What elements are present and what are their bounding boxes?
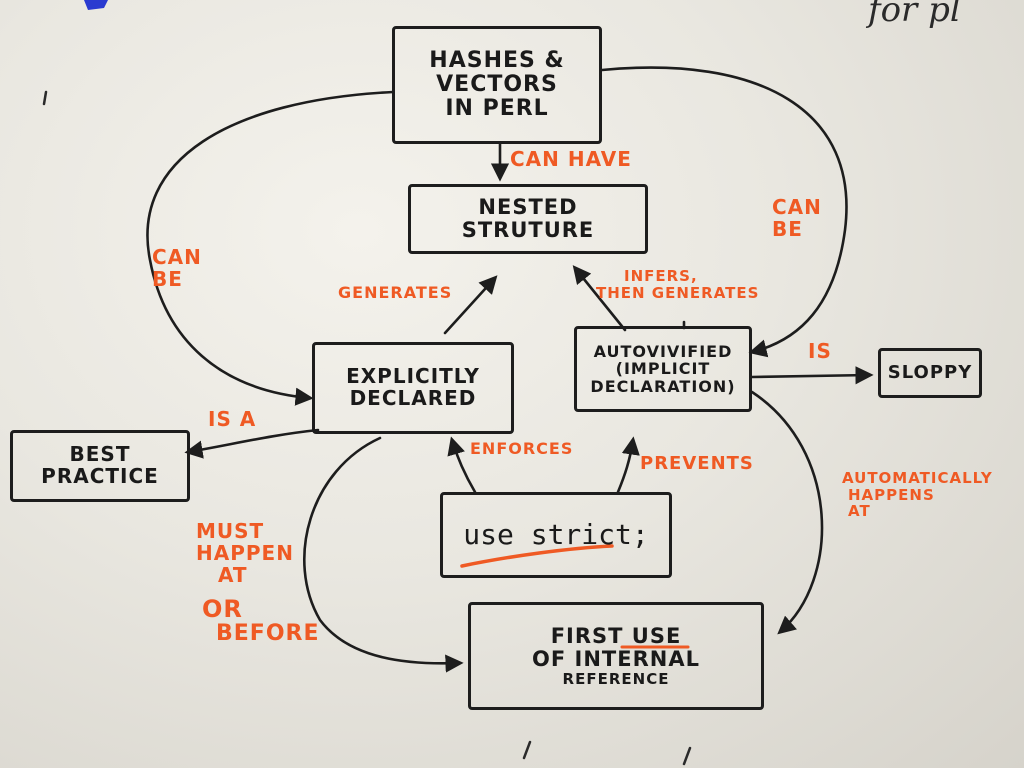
edge-label-generates-line-1: GENERATES	[338, 283, 453, 302]
node-sloppy: SLOPPY	[878, 348, 982, 398]
corner-scribble: for pl	[868, 0, 961, 30]
edge-autovivified-to-first-use	[750, 390, 824, 635]
marker-smudge	[84, 0, 108, 10]
edge-label-prevents: PREVENTS	[640, 454, 754, 474]
edge-label-is-a: IS A	[208, 408, 256, 430]
edge-label-can-be-left-line-2: BE	[152, 267, 183, 291]
node-best-practice-line-1: BEST	[69, 442, 131, 467]
node-sloppy-line-1: SLOPPY	[887, 362, 973, 384]
node-nested-structure-line-1: NESTED	[478, 195, 578, 220]
edge-label-auto-line-2: HAPPENS	[848, 485, 935, 504]
edge-label-is: IS	[808, 340, 832, 362]
edge-label-can-be-right: CAN BE	[772, 196, 822, 240]
edge-label-generates: GENERATES	[338, 284, 452, 302]
edge-hashes-to-autovivified	[600, 66, 848, 358]
edge-label-prevents-line-1: PREVENTS	[640, 453, 754, 474]
edge-label-must-happen-at-or-before: MUST HAPPEN AT OR BEFORE	[196, 520, 320, 647]
edge-label-can-be-left: CAN BE	[152, 246, 202, 290]
smudge-mark	[42, 90, 48, 106]
node-first-use-line-2: OF INTERNAL	[532, 646, 700, 671]
node-nested-structure: NESTED STRUTURE	[408, 184, 648, 254]
edge-label-must-line-6: BEFORE	[216, 621, 320, 647]
edge-label-automatically-happens-at: AUTOMATICALLY HAPPENS AT	[842, 470, 993, 520]
edge-label-can-be-left-line-1: CAN	[152, 245, 202, 269]
node-best-practice-line-2: PRACTICE	[41, 464, 159, 488]
edge-hashes-to-explicit	[146, 90, 395, 406]
bottom-tick-right	[682, 746, 692, 766]
corner-scribble-text: for pl	[868, 0, 961, 30]
node-nested-structure-line-2: STRUTURE	[461, 218, 595, 242]
node-hashes-vectors: HASHES & VECTORS IN PERL	[392, 26, 602, 144]
edge-label-must-line-1: MUST	[196, 519, 265, 543]
node-hashes-vectors-line-2: VECTORS	[436, 72, 558, 98]
edge-label-is-a-line-1: IS A	[208, 407, 257, 431]
node-first-use-line-3: REFERENCE	[562, 669, 670, 688]
edge-strict-to-explicit	[447, 436, 477, 494]
node-explicitly-declared-line-2: DECLARED	[349, 386, 477, 410]
edge-label-can-have: CAN HAVE	[510, 148, 632, 170]
node-explicitly-declared-line-1: EXPLICITLY	[346, 364, 480, 389]
node-autovivified-line-1: AUTOVIVIFIED	[593, 342, 733, 362]
edge-label-infers-then-generates: INFERS, THEN GENERATES	[596, 268, 759, 301]
bottom-tick-left	[522, 740, 532, 760]
edge-label-infers-line-1: INFERS,	[624, 267, 698, 285]
node-hashes-vectors-line-1: HASHES &	[429, 48, 565, 74]
node-use-strict-line-1: use strict;	[463, 517, 649, 551]
edge-label-is-line-1: IS	[808, 339, 832, 363]
node-use-strict: use strict;	[440, 492, 672, 578]
edge-label-must-line-2: HAPPEN	[196, 541, 294, 565]
node-explicitly-declared: EXPLICITLY DECLARED	[312, 342, 514, 434]
edge-explicit-to-best-practice	[184, 428, 320, 459]
node-hashes-vectors-line-3: IN PERL	[445, 95, 549, 121]
edge-strict-to-autovivified	[616, 436, 640, 494]
edge-label-can-have-line-1: CAN HAVE	[510, 147, 632, 171]
edge-label-enforces-line-1: ENFORCES	[470, 439, 574, 458]
edge-autovivified-to-sloppy	[750, 366, 874, 385]
edge-label-auto-line-3: AT	[848, 502, 871, 520]
node-autovivified-line-2: (IMPLICIT	[615, 359, 711, 379]
node-autovivified: AUTOVIVIFIED (IMPLICIT DECLARATION)	[574, 326, 752, 412]
edge-label-must-line-5: OR	[202, 595, 243, 623]
node-first-use: FIRST USE OF INTERNAL REFERENCE	[468, 602, 764, 710]
edge-label-must-line-3: AT	[218, 563, 248, 587]
edge-label-can-be-right-line-2: BE	[772, 217, 803, 241]
strict-underline	[460, 544, 614, 568]
node-first-use-line-1: FIRST USE	[550, 624, 682, 649]
edge-label-auto-line-1: AUTOMATICALLY	[842, 469, 993, 487]
node-autovivified-line-3: DECLARATION)	[590, 376, 736, 396]
edge-autovivified-to-nested	[572, 265, 627, 332]
node-best-practice: BEST PRACTICE	[10, 430, 190, 502]
edge-explicit-to-nested	[443, 275, 498, 335]
edge-label-can-be-right-line-1: CAN	[772, 195, 822, 219]
edge-label-infers-line-2: THEN GENERATES	[596, 283, 760, 302]
edge-label-enforces: ENFORCES	[470, 440, 573, 458]
edge-explicit-to-first-use	[303, 436, 464, 673]
